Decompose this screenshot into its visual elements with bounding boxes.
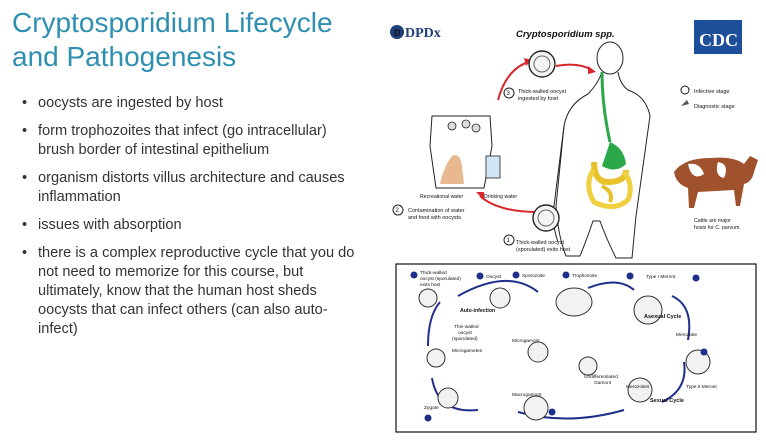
svg-text:Contamination of water: Contamination of water — [408, 208, 465, 214]
species-title: Cryptosporidium spp. — [516, 29, 615, 40]
cow-illustration: Cattle are major hosts for C. parvum. — [674, 156, 758, 231]
svg-text:2: 2 — [396, 208, 400, 214]
arrow-head — [476, 192, 484, 200]
bullet-item: •issues with absorption — [22, 217, 182, 233]
svg-text:Oocyst: Oocyst — [486, 274, 502, 280]
cycle-labels: Thick-walled oocyst (sporulated) exits h… — [410, 270, 717, 422]
svg-text:Thick-walled oocyst: Thick-walled oocyst — [518, 89, 566, 95]
svg-text:D: D — [394, 28, 401, 38]
svg-text:Sexual Cycle: Sexual Cycle — [650, 398, 684, 404]
svg-text:Recreational water: Recreational water — [420, 194, 464, 200]
bullet-item: •organism distorts villus architecture a… — [22, 170, 345, 205]
legend: Infective stage Diagnostic stage — [680, 85, 735, 110]
cdc-logo: CDC — [694, 20, 742, 54]
svg-text:Thick-walled: Thick-walled — [420, 270, 447, 276]
svg-text:Microgamont: Microgamont — [512, 338, 540, 344]
svg-text:Infective stage: Infective stage — [694, 89, 729, 95]
svg-text:Undifferentiated: Undifferentiated — [584, 374, 618, 380]
oocyst-bottom: 1 Thick-walled oocyst (sporulated) exits… — [503, 204, 571, 253]
svg-text:Thick-walled oocyst: Thick-walled oocyst — [516, 240, 564, 246]
svg-text:Gamont: Gamont — [594, 380, 612, 386]
svg-text:oocyst (sporulated): oocyst (sporulated) — [420, 276, 461, 282]
svg-text:Asexual Cycle: Asexual Cycle — [644, 314, 681, 320]
svg-text:Microgametes: Microgametes — [452, 348, 483, 354]
svg-text:Auto-infection: Auto-infection — [460, 308, 495, 314]
cycle-stages — [418, 287, 711, 421]
svg-text:exits host: exits host — [420, 282, 441, 288]
svg-text:Cattle are major: Cattle are major — [694, 218, 731, 224]
svg-text:(sporulated): (sporulated) — [452, 336, 478, 342]
svg-text:1: 1 — [507, 238, 511, 244]
bullet-item: •form trophozoites that infect (go intra… — [22, 123, 327, 158]
svg-text:Merozoite: Merozoite — [676, 332, 697, 338]
svg-text:Type II Meront: Type II Meront — [686, 384, 717, 390]
digestive-tract — [586, 71, 633, 209]
svg-text:Zygote: Zygote — [424, 405, 439, 411]
water-scene: Recreational water Drinking water 2 Cont… — [392, 115, 517, 221]
svg-text:Drinking water: Drinking water — [484, 194, 517, 200]
svg-text:Merozoites: Merozoites — [626, 384, 650, 390]
bullet-item: •there is a complex reproductive cycle t… — [22, 245, 355, 337]
transmission-arrows — [479, 61, 593, 213]
dpdx-logo: D DPDx — [390, 25, 441, 41]
svg-text:CDC: CDC — [699, 30, 738, 50]
svg-text:DPDx: DPDx — [405, 26, 441, 41]
arrow-head — [588, 66, 596, 74]
svg-text:Type I Meront: Type I Meront — [646, 274, 676, 280]
slide-title: Cryptosporidium Lifecycle and Pathogenes… — [12, 7, 333, 72]
lifecycle-diagram: D DPDx CDC Cryptosporidium spp. Infectiv… — [390, 20, 758, 433]
svg-text:Thin-walled: Thin-walled — [454, 324, 479, 330]
svg-text:oocyst: oocyst — [458, 330, 473, 336]
bullet-item: •oocysts are ingested by host — [22, 95, 223, 111]
svg-text:Diagnostic stage: Diagnostic stage — [694, 104, 735, 110]
svg-text:and food with oocysts.: and food with oocysts. — [408, 215, 463, 221]
svg-text:3: 3 — [507, 91, 511, 97]
svg-text:Macrogamont: Macrogamont — [512, 392, 542, 398]
svg-text:Trophozoite: Trophozoite — [572, 273, 597, 279]
svg-text:(sporulated) exits host: (sporulated) exits host — [516, 247, 571, 253]
svg-text:Sporozoite: Sporozoite — [522, 273, 545, 279]
svg-text:ingested by host: ingested by host — [518, 96, 559, 102]
bullet-list: •oocysts are ingested by host •form trop… — [20, 94, 365, 348]
oocyst-top: 3 Thick-walled oocyst ingested by host — [503, 50, 566, 102]
svg-text:hosts for C. parvum.: hosts for C. parvum. — [694, 225, 741, 231]
lifecycle-figure: D DPDx CDC Cryptosporidium spp. Infectiv… — [388, 6, 760, 436]
